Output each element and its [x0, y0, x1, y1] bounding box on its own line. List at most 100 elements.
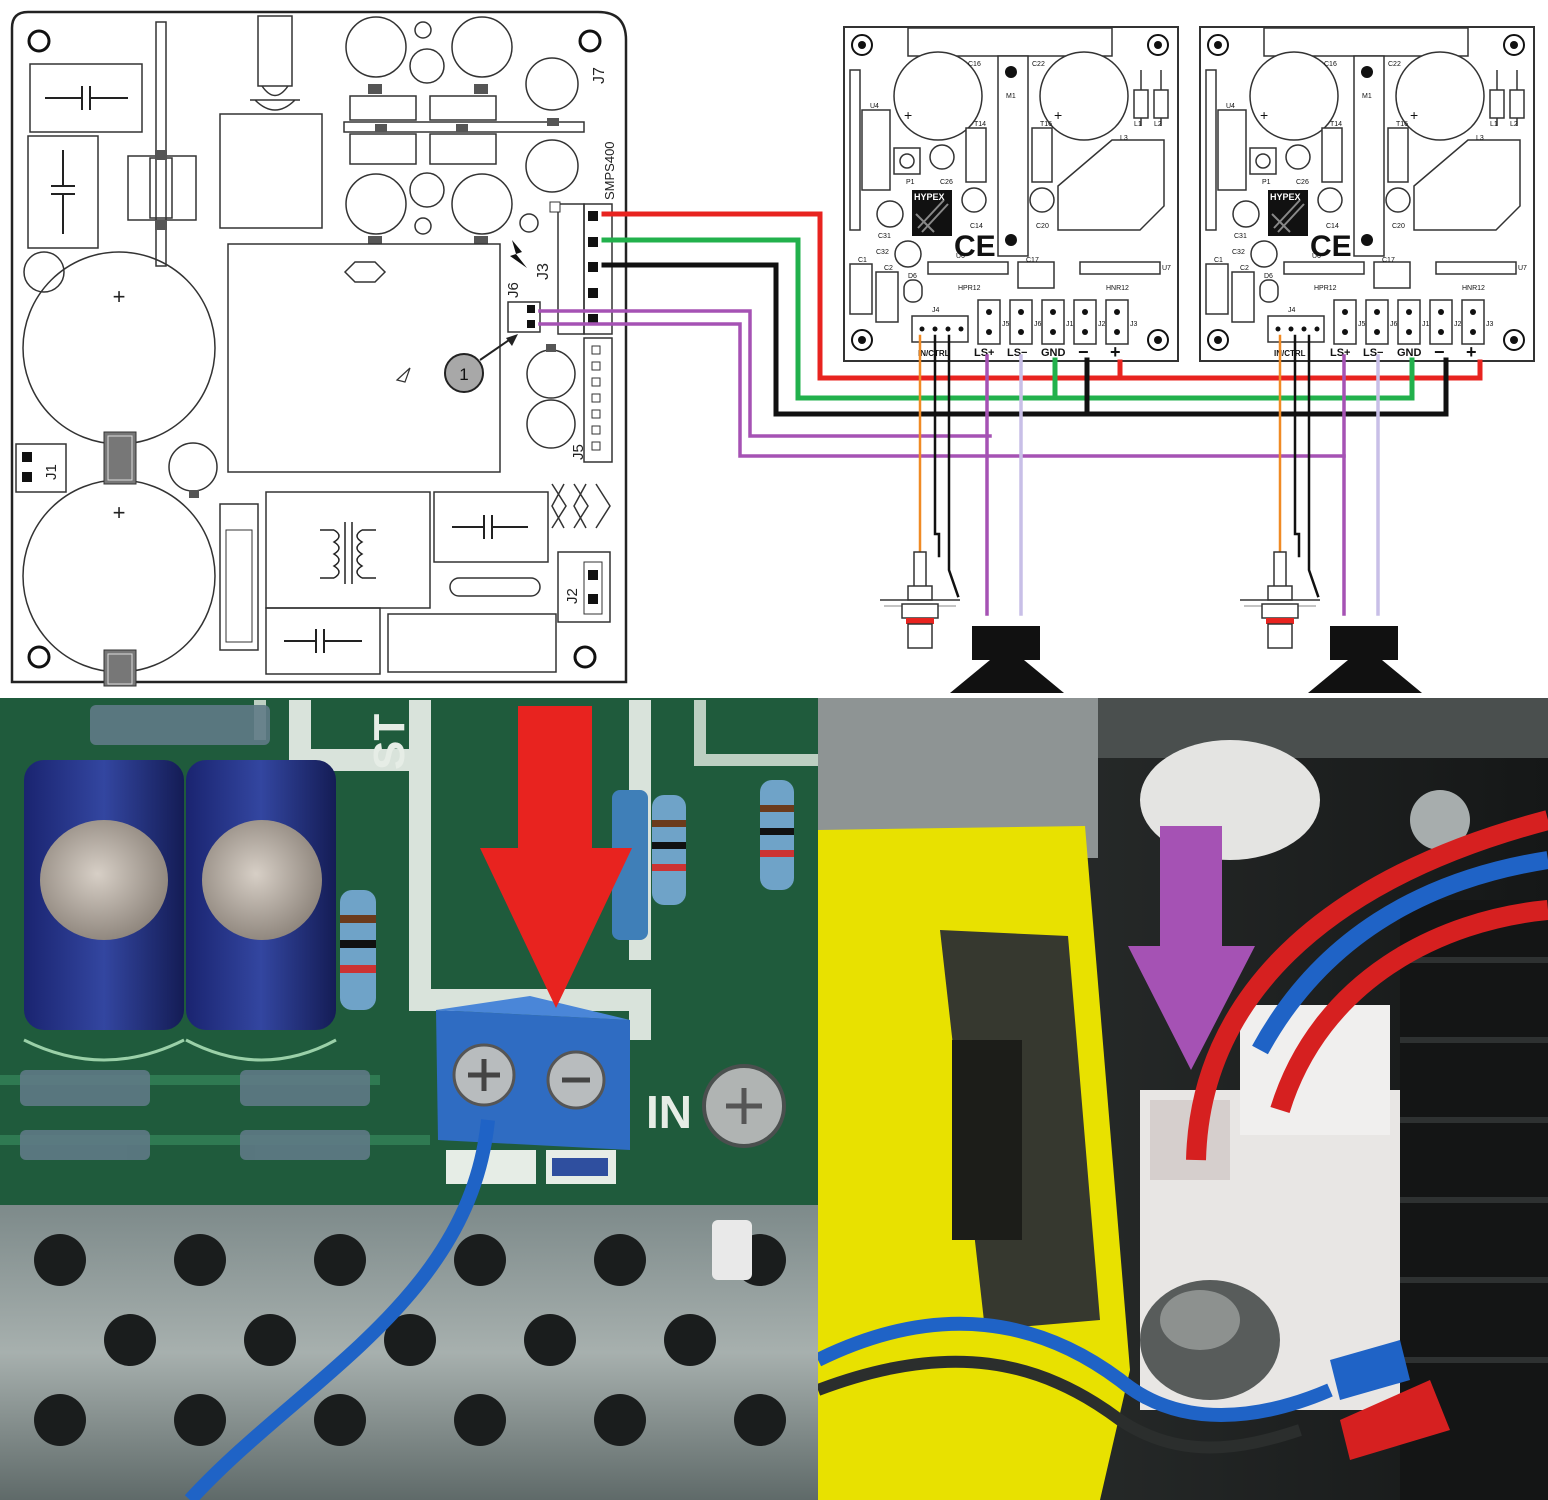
component-label-j6: J6 — [1034, 321, 1042, 328]
capacitor — [345, 173, 407, 235]
component-label-u4: U4 — [1226, 103, 1235, 110]
component-label-p1: P1 — [1262, 179, 1271, 186]
component-label-c22: C22 — [1388, 61, 1401, 68]
capacitor-c16 — [1249, 51, 1339, 141]
jumper-j3 — [1461, 299, 1485, 345]
wire-enable — [538, 322, 1346, 458]
terminal-plus: + — [1110, 342, 1121, 362]
j1-label: J1 — [43, 464, 60, 480]
capacitor-c22 — [1395, 51, 1485, 141]
capacitor — [451, 16, 513, 78]
component-label-j5: J5 — [1002, 321, 1010, 328]
capacitor-c22 — [1039, 51, 1129, 141]
photo-terminal-block: ST IN — [0, 698, 818, 1500]
component-label-c16: C16 — [1324, 61, 1337, 68]
wiring — [538, 211, 1483, 616]
component-label-d6: D6 — [908, 273, 917, 280]
film-capacitor — [29, 63, 143, 133]
component-label-t14: T14 — [1330, 121, 1342, 128]
component-label-u4: U4 — [870, 103, 879, 110]
resistor — [760, 780, 794, 890]
jumper-j6 — [1009, 299, 1033, 345]
component-label-u6: U6 — [956, 253, 965, 260]
polarity-plus: + — [113, 500, 126, 525]
component-label-j4: J4 — [1288, 307, 1296, 314]
component-label-j3: J3 — [1130, 321, 1138, 328]
component-label-c22: C22 — [1032, 61, 1045, 68]
blue-wire — [818, 1316, 1333, 1422]
component-label-c1: C1 — [858, 257, 867, 264]
wire-signal-ground — [1293, 334, 1301, 558]
terminal-ls-minus: LS− — [1007, 347, 1027, 359]
component-label-t14: T14 — [974, 121, 986, 128]
film-capacitor — [265, 607, 381, 675]
wire-enable — [538, 309, 992, 438]
component-label-l1: L1 — [1134, 121, 1142, 128]
j2-label: J2 — [564, 588, 581, 604]
component-label-c26: C26 — [1296, 179, 1309, 186]
component-label-c31: C31 — [878, 233, 891, 240]
mount-hole — [27, 645, 51, 669]
jumper-j5 — [1333, 299, 1357, 345]
main-transformer — [227, 243, 501, 473]
bridge-rectifier — [219, 503, 259, 651]
component-label-u7: U7 — [1518, 265, 1527, 272]
terminal-gnd: GND — [1397, 347, 1422, 359]
component-label-l3: L3 — [1476, 135, 1484, 142]
callout-number: 1 — [459, 365, 468, 384]
component-label-j6: J6 — [1390, 321, 1398, 328]
film-capacitor — [27, 135, 99, 249]
component-label-c17: C17 — [1026, 257, 1039, 264]
regulator-u6 — [1283, 261, 1365, 275]
component-label-hnr12: HNR12 — [1106, 285, 1129, 292]
polarity-plus: + — [904, 107, 912, 123]
capacitor — [451, 173, 513, 235]
hypex-logo — [912, 190, 952, 236]
component-label-t16: T16 — [1396, 121, 1408, 128]
j6-connector — [507, 301, 541, 333]
component-label-j1: J1 — [1422, 321, 1430, 328]
silk-st: ST — [365, 714, 414, 770]
j7-label: J7 — [591, 67, 608, 84]
resistor — [340, 890, 376, 1010]
terminal-ls-minus: LS− — [1363, 347, 1383, 359]
jumper-j6 — [1365, 299, 1389, 345]
component-label-c2: C2 — [1240, 265, 1249, 272]
terminal-gnd: GND — [1041, 347, 1066, 359]
terminal-plus: + — [1466, 342, 1477, 362]
wire-signal-ground — [933, 334, 941, 558]
wire-signal-ground — [1307, 334, 1320, 598]
rca-jack — [880, 551, 960, 649]
rca-jack — [1240, 551, 1320, 649]
fuse-holder — [257, 15, 293, 87]
wire-ground — [601, 237, 1415, 401]
high-voltage-icon — [510, 240, 527, 268]
terminal-ls-plus: LS+ — [974, 347, 994, 359]
red-wire — [1270, 900, 1548, 1113]
component-label-l3: L3 — [1120, 135, 1128, 142]
mount-hole — [573, 645, 597, 669]
smps-model-label: SMPS400 — [602, 141, 617, 200]
component-label-c20: C20 — [1036, 223, 1049, 230]
component-label-c32: C32 — [876, 249, 889, 256]
film-capacitor — [433, 491, 549, 563]
smps-board: J7 SMPS400 J3 J6 1 — [10, 10, 628, 687]
component-label-j1: J1 — [1066, 321, 1074, 328]
component-label-p1: P1 — [906, 179, 915, 186]
component-label-j2: J2 — [1454, 321, 1462, 328]
j6-label: J6 — [505, 282, 522, 298]
component-label-m1: M1 — [1362, 93, 1372, 100]
capacitor — [345, 16, 407, 78]
jumper-j3 — [1105, 299, 1129, 345]
photo-amp-connector — [818, 698, 1548, 1500]
polarity-plus: + — [113, 284, 126, 309]
ce-mark: CE — [1310, 230, 1352, 263]
component-label-c14: C14 — [1326, 223, 1339, 230]
component-label-c16: C16 — [968, 61, 981, 68]
heatsink-bar — [1263, 27, 1469, 57]
polarity-plus: + — [1410, 107, 1418, 123]
callout-badge — [444, 353, 484, 393]
